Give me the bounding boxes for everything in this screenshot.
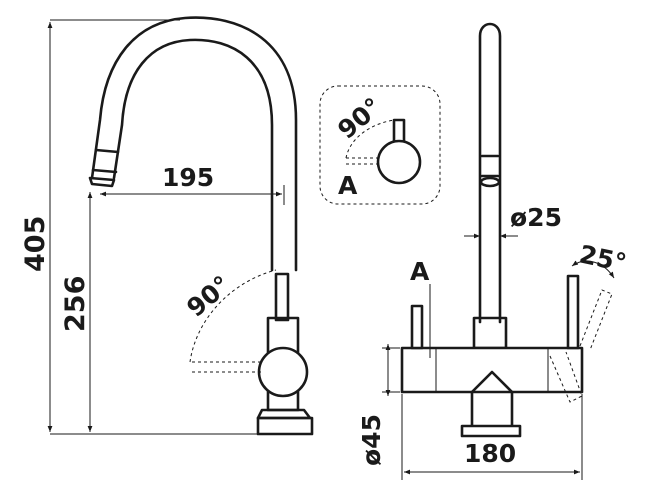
overall-height-dimension: 405 (20, 19, 258, 435)
front-spout (478, 22, 502, 324)
width-label: 180 (464, 439, 516, 468)
front-left-lever (410, 304, 424, 350)
reach-label: 195 (162, 163, 214, 192)
detail-angle-arc (345, 119, 395, 159)
front-base (460, 424, 522, 438)
front-view-faucet (400, 22, 613, 438)
front-marker-label: A (410, 257, 430, 286)
detail-knob (376, 139, 422, 185)
spout-height-dimension: 256 (60, 192, 93, 432)
detail-a-box: 90° A (319, 85, 441, 205)
side-base (256, 416, 314, 436)
front-lever-tilt (579, 289, 613, 351)
spout-diameter-label: ø25 (510, 203, 562, 232)
spout-diameter-dimension: ø25 (464, 203, 562, 239)
side-angle-arc (189, 269, 277, 363)
side-lever (274, 272, 290, 322)
overall-height-label: 405 (20, 216, 51, 272)
front-right-lever (566, 274, 580, 350)
detail-marker-label: A (338, 171, 358, 200)
lever-angle-label: 25° (577, 240, 629, 278)
lever-angle-dimension: 25° (571, 240, 629, 279)
front-stem (470, 390, 514, 430)
width-dimension: 180 (401, 394, 583, 480)
detail-angle-label: 90° (332, 92, 387, 145)
spray-head (88, 148, 120, 188)
side-angle-label: 90° (181, 270, 236, 323)
side-view-faucet (88, 16, 314, 436)
base-diameter-dimension: ø45 (357, 344, 400, 466)
spout-inner-curve (112, 38, 274, 272)
side-handle-knob (257, 346, 309, 398)
reach-dimension: 195 (100, 163, 285, 205)
base-diameter-label: ø45 (357, 414, 386, 466)
front-body (400, 346, 584, 394)
spout-height-label: 256 (60, 276, 91, 332)
spout-outer-curve (90, 16, 298, 272)
detail-frame (319, 85, 441, 205)
front-marker: A (410, 257, 431, 358)
